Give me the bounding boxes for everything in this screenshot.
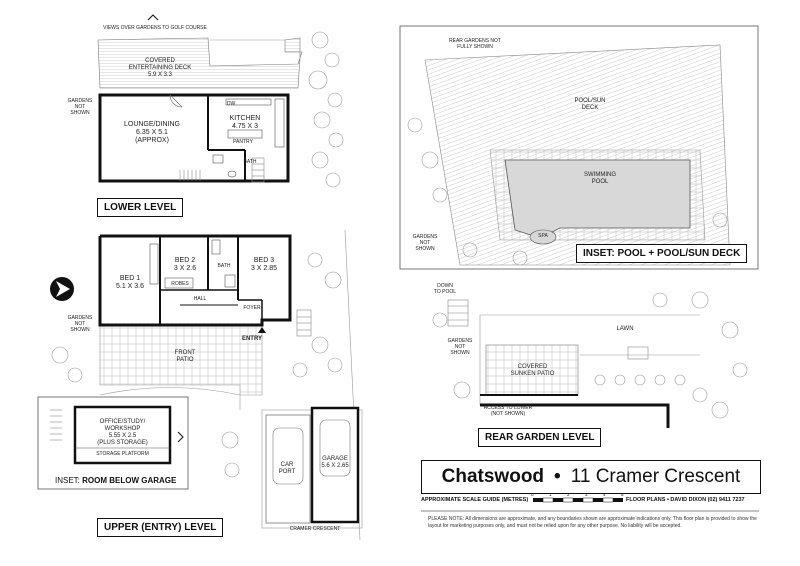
views-label: VIEWS OVER GARDENS TO GOLF COURSE xyxy=(103,25,207,31)
bed3-label: BED 33 x 2.85 xyxy=(250,257,278,272)
scale-tick-label: 0 xyxy=(531,492,534,497)
lawn-label: LAWN xyxy=(616,326,634,332)
upper-level-plan xyxy=(50,229,363,541)
lower-bath-label: BATH xyxy=(243,159,257,165)
rear-garden-heading: REAR GARDEN LEVEL xyxy=(478,428,602,447)
scale-tick-label: 4 xyxy=(603,492,606,497)
address-title: 11 Cramer Crescent xyxy=(570,466,741,487)
hall-label: HALL xyxy=(193,296,207,302)
foyer-label: FOYER xyxy=(243,305,261,311)
bed1-label: BED 15.1 x 3.6 xyxy=(115,275,145,290)
inset-pool xyxy=(399,25,759,270)
pool-inset-heading: INSET: POOL + POOL/SUN DECK xyxy=(576,244,748,263)
upper-bath-label: BATH xyxy=(217,263,231,269)
scale-tick-label: 3 xyxy=(585,492,588,497)
scale-label: APPROXIMATE SCALE GUIDE (METRES) xyxy=(421,497,529,503)
credit-label: FLOOR PLANS • DAVID DIXON (02) 9411 7237 xyxy=(626,497,745,503)
spa-label: SPA xyxy=(538,233,548,239)
dw-label: DW xyxy=(226,101,236,107)
robes-label: ROBES xyxy=(171,281,189,287)
upper-level-heading: UPPER (ENTRY) LEVEL xyxy=(97,518,224,537)
inset-room-below-garage xyxy=(37,396,189,490)
garden-trees xyxy=(51,31,748,478)
lower-level-heading: LOWER LEVEL xyxy=(97,198,184,217)
storage-platform-label: STORAGE PLATFORM xyxy=(96,451,149,457)
bed2-label: BED 23 x 2.6 xyxy=(173,257,197,272)
access-label: ACCESS TO LOWER(NOT SHOWN) xyxy=(483,405,533,417)
inset-garage-heading: INSET: ROOM BELOW GARAGE xyxy=(55,476,177,485)
scale-tick-label: 2 xyxy=(567,492,570,497)
title-separator: • xyxy=(554,466,561,487)
scale-bar xyxy=(533,497,623,503)
suburb-title: Chatswood xyxy=(441,466,545,487)
title-block: Chatswood • 11 Cramer Crescent xyxy=(421,460,761,494)
entry-label: ENTRY xyxy=(241,336,263,342)
disclaimer-note: PLEASE NOTE: All dimensions are approxim… xyxy=(428,516,757,529)
pantry-label: PANTRY xyxy=(233,139,253,145)
street-label: CRAMER CRESCENT xyxy=(289,526,341,532)
scale-tick-label: 5 xyxy=(621,492,624,497)
scale-tick-label: 1 xyxy=(549,492,552,497)
rear-garden-plan xyxy=(447,299,700,428)
lower-level-plan xyxy=(97,14,303,183)
